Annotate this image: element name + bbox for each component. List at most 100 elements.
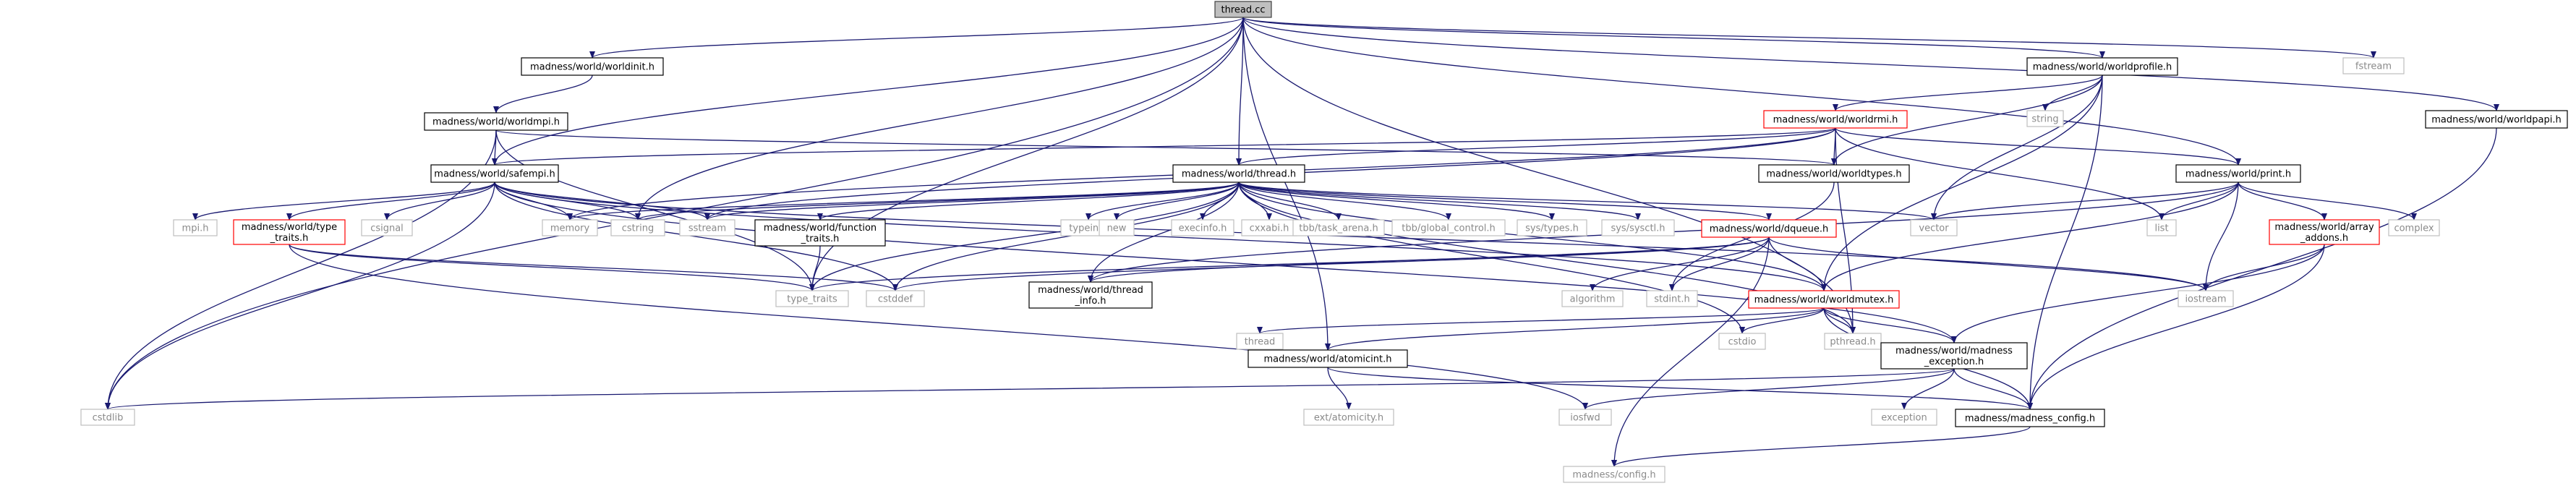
node-box-madness-world-print-h xyxy=(2175,164,2301,183)
node-label-ext-atomicity-h: ext/atomicity.h xyxy=(1314,413,1383,424)
node-box-mpi-h xyxy=(173,219,218,236)
edge-thread-h-to-pthread xyxy=(1238,182,1856,334)
node-label-madness-world-function-traits-h: _traits.h xyxy=(801,234,840,244)
node-madness-world-array-addons-h[interactable]: madness/world/array_addons.h xyxy=(2269,219,2380,245)
node-box-new xyxy=(1099,219,1135,236)
node-label-sys-types-h: sys/types.h xyxy=(1525,223,1579,234)
node-madness-world-thread-h[interactable]: madness/world/thread.h xyxy=(1172,164,1305,183)
node-label-madness-world-array-addons-h: madness/world/array xyxy=(2274,222,2374,233)
node-madness-world-worldpapi-h[interactable]: madness/world/worldpapi.h xyxy=(2425,110,2568,129)
node-box-type-traits xyxy=(775,290,849,307)
node-box-madness-madness-config-h xyxy=(1955,409,2105,427)
edge-atomicint-to-ext-atomicity xyxy=(1327,367,1352,410)
edge-safempi-to-type-traits-mw xyxy=(286,182,495,221)
node-box-cstring xyxy=(610,219,665,236)
node-box-madness-world-worldpapi-h xyxy=(2425,110,2568,129)
node-madness-world-madness-exception-h[interactable]: madness/world/madness_exception.h xyxy=(1880,342,2028,370)
edge-array-addons-to-madness-exception xyxy=(1951,244,2325,343)
node-madness-world-worldprofile-h[interactable]: madness/world/worldprofile.h xyxy=(2026,57,2178,76)
node-box-fstream xyxy=(2342,57,2405,74)
node-madness-world-worldmpi-h[interactable]: madness/world/worldmpi.h xyxy=(424,112,568,131)
node-label-madness-world-worldinit-h: madness/world/worldinit.h xyxy=(530,62,654,73)
edge-dqueue-to-type-traits xyxy=(809,236,1770,291)
node-label-thread-cc: thread.cc xyxy=(1221,5,1265,16)
node-box-sstream xyxy=(679,219,735,236)
node-madness-madness-config-h[interactable]: madness/madness_config.h xyxy=(1955,409,2105,427)
node-sys-types-h: sys/types.h xyxy=(1517,219,1587,236)
edge-worldrmi-to-thread-h xyxy=(1236,127,1836,166)
node-label-madness-world-print-h: madness/world/print.h xyxy=(2185,169,2291,180)
edge-thread-h-to-function-traits xyxy=(817,182,1240,221)
node-madness-world-type-traits-h[interactable]: madness/world/type_traits.h xyxy=(233,219,346,245)
node-madness-world-worldtypes-h[interactable]: madness/world/worldtypes.h xyxy=(1758,164,1910,183)
node-label-type-traits: type_traits xyxy=(787,294,837,305)
node-thread: thread xyxy=(1236,333,1284,350)
node-label-complex: complex xyxy=(2394,223,2434,234)
edge-print-to-complex xyxy=(2238,182,2417,221)
edge-worldprofile-to-string xyxy=(2042,74,2103,111)
edge-worldpapi-to-madness-config xyxy=(2027,127,2497,410)
node-exception: exception xyxy=(1871,409,1937,426)
node-label-madness-world-worldprofile-h: madness/world/worldprofile.h xyxy=(2033,62,2172,73)
edge-worldmutex-to-cstdio xyxy=(1739,307,1825,334)
node-execinfo-h: execinfo.h xyxy=(1171,219,1234,236)
node-madness-world-dqueue-h[interactable]: madness/world/dqueue.h xyxy=(1701,219,1837,238)
node-box-cstdlib xyxy=(80,409,135,426)
node-madness-world-print-h[interactable]: madness/world/print.h xyxy=(2175,164,2301,183)
edge-safempi-to-cstdlib xyxy=(105,182,495,410)
node-label-pthread-h: pthread.h xyxy=(1830,337,1875,348)
edge-thread-h-to-new xyxy=(1114,182,1240,221)
node-madness-world-safempi-h[interactable]: madness/world/safempi.h xyxy=(430,164,559,183)
node-madness-world-thread-info-h[interactable]: madness/world/thread_info.h xyxy=(1028,281,1153,309)
header-nodes: thread.cc madness/world/worldinit.h madnes… xyxy=(80,1,2568,483)
edge-thread-h-to-dqueue xyxy=(1238,182,1772,221)
node-box-madness-world-dqueue-h xyxy=(1701,219,1837,238)
node-box-complex xyxy=(2388,219,2440,236)
node-label-madness-config-h: madness/config.h xyxy=(1572,470,1655,481)
node-label-madness-world-safempi-h: madness/world/safempi.h xyxy=(434,169,555,180)
node-label-tbb-global-control-h: tbb/global_control.h xyxy=(1402,223,1496,234)
node-madness-world-atomicint-h[interactable]: madness/world/atomicint.h xyxy=(1248,349,1408,368)
node-box-pthread-h xyxy=(1824,333,1882,350)
node-csignal: csignal xyxy=(361,219,413,236)
edge-worldmutex-to-thread xyxy=(1257,307,1825,334)
edge-madness-exception-to-iosfwd xyxy=(1582,368,1955,410)
node-label-cstddef: cstddef xyxy=(878,294,913,305)
edge-worldprofile-to-madness-config xyxy=(2027,74,2103,410)
edge-thread-h-to-worldmutex xyxy=(1238,182,1827,291)
node-madness-world-worldinit-h[interactable]: madness/world/worldinit.h xyxy=(521,57,664,76)
node-thread-cc[interactable]: thread.cc xyxy=(1214,1,1272,18)
edge-safempi-to-mpi xyxy=(192,182,495,221)
node-label-madness-world-madness-exception-h: madness/world/madness xyxy=(1895,346,2013,356)
node-box-list xyxy=(2146,219,2177,236)
edge-print-to-vector xyxy=(1931,182,2239,221)
node-box-sys-types-h xyxy=(1517,219,1587,236)
node-box-madness-world-array-addons-h xyxy=(2269,219,2380,245)
node-madness-config-h: madness/config.h xyxy=(1563,466,1666,483)
node-madness-world-worldrmi-h[interactable]: madness/world/worldrmi.h xyxy=(1763,110,1908,129)
node-tbb-task-arena-h: tbb/task_arena.h xyxy=(1292,219,1385,236)
node-label-sys-sysctl-h: sys/sysctl.h xyxy=(1611,223,1665,234)
edge-array-addons-to-iostream xyxy=(2203,244,2325,291)
node-label-cstdlib: cstdlib xyxy=(93,413,124,424)
node-box-thread xyxy=(1236,333,1284,350)
edge-function-traits-to-type-traits xyxy=(809,245,821,291)
node-madness-world-function-traits-h[interactable]: madness/world/function_traits.h xyxy=(754,219,886,247)
node-sstream: sstream xyxy=(679,219,735,236)
node-label-madness-world-worldmutex-h: madness/world/worldmutex.h xyxy=(1754,295,1894,306)
edge-thread-cc-to-worldprofile xyxy=(1242,17,2105,59)
edge-thread-h-to-type-traits xyxy=(809,182,1240,291)
edge-thread-cc-to-worldinit xyxy=(589,17,1244,59)
node-label-vector: vector xyxy=(1919,223,1949,234)
edge-thread-h-to-cstddef xyxy=(892,182,1240,291)
node-label-madness-world-worldtypes-h: madness/world/worldtypes.h xyxy=(1766,169,1901,180)
node-label-tbb-task-arena-h: tbb/task_arena.h xyxy=(1299,223,1378,234)
node-memory: memory xyxy=(542,219,598,236)
edge-dqueue-to-cstddef xyxy=(892,236,1770,291)
node-stdint-h: stdint.h xyxy=(1646,290,1698,307)
edge-thread-h-to-typeinfo xyxy=(1086,182,1240,221)
node-box-madness-world-worldrmi-h xyxy=(1763,110,1908,129)
node-madness-world-worldmutex-h[interactable]: madness/world/worldmutex.h xyxy=(1748,290,1900,309)
node-label-list: list xyxy=(2154,223,2168,234)
node-label-thread: thread xyxy=(1245,337,1276,348)
